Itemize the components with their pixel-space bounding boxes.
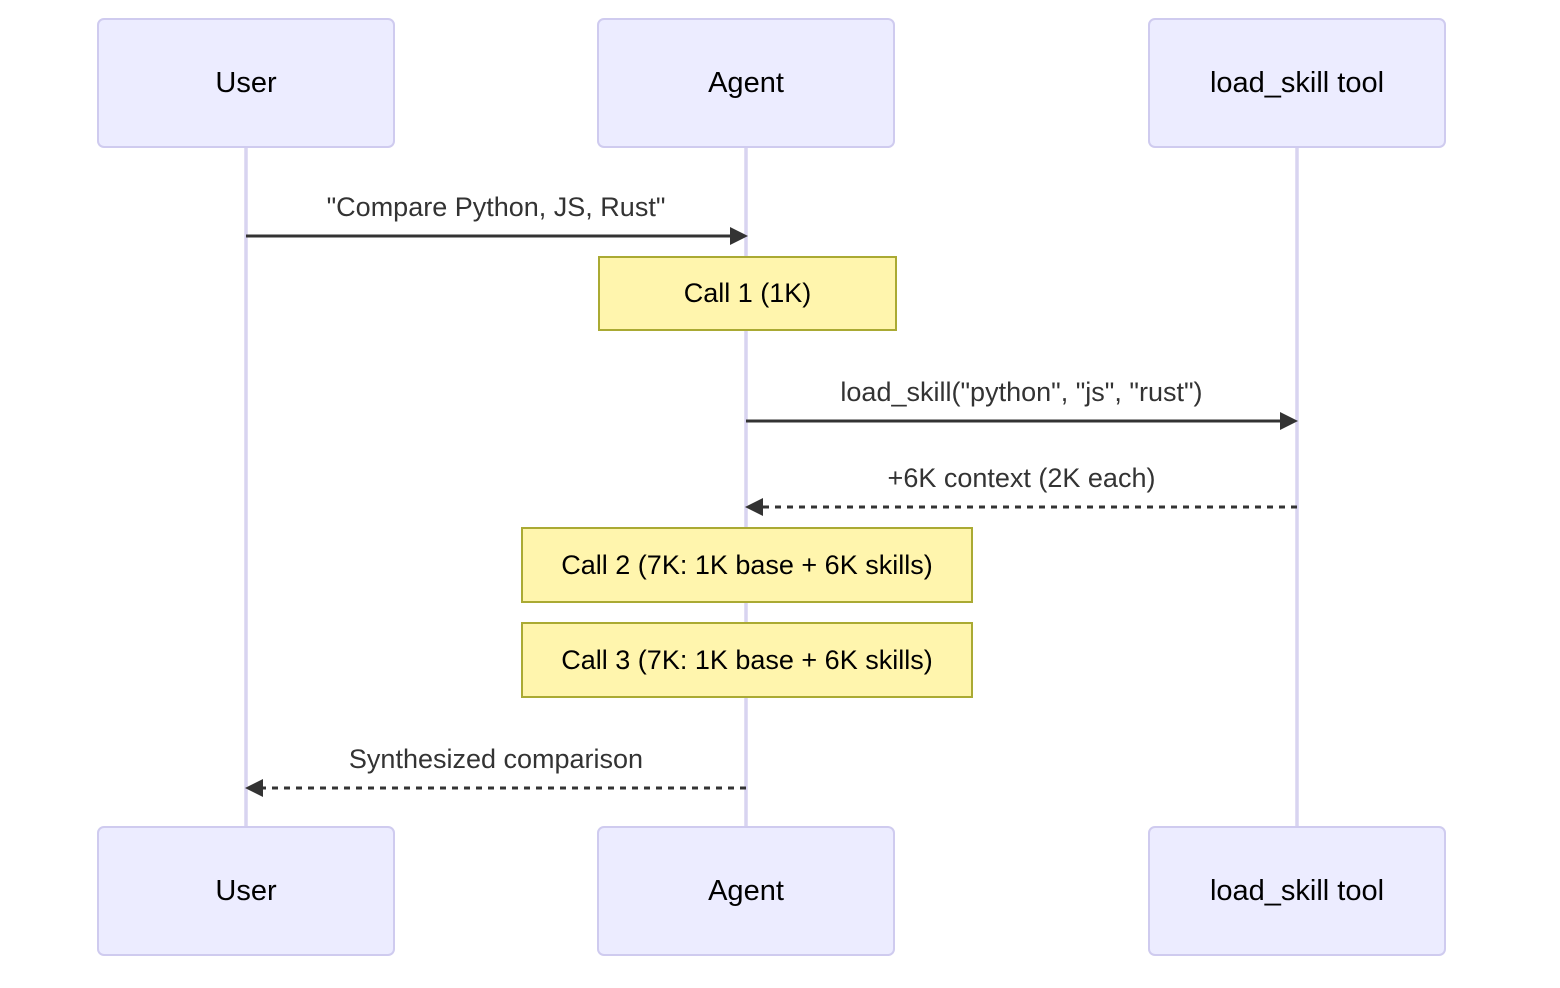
actor-user-top: User	[97, 18, 395, 148]
actor-agent-top: Agent	[597, 18, 895, 148]
actor-user-bottom-label: User	[215, 874, 277, 907]
message-arrow-2-head	[1280, 412, 1298, 430]
actor-load-skill-tool-top-label: load_skill tool	[1209, 66, 1385, 99]
message-label-3: +6K context (2K each)	[887, 463, 1156, 493]
message-label-2: load_skill("python", "js", "rust")	[840, 377, 1203, 407]
message-arrow-3-head	[745, 498, 763, 516]
note-call-1-label: Call 1 (1K)	[683, 278, 812, 308]
actor-agent-top-label: Agent	[708, 66, 784, 99]
actor-agent-bottom: Agent	[597, 826, 895, 956]
actor-load-skill-tool-bottom: load_skill tool	[1148, 826, 1446, 956]
actor-load-skill-tool-top: load_skill tool	[1148, 18, 1446, 148]
actor-user-top-label: User	[215, 66, 277, 99]
message-arrow-4-head	[245, 779, 263, 797]
message-label-1: "Compare Python, JS, Rust"	[326, 192, 666, 222]
note-call-3-label: Call 3 (7K: 1K base + 6K skills)	[561, 644, 933, 675]
actor-load-skill-tool-bottom-label: load_skill tool	[1209, 874, 1385, 907]
actor-agent-bottom-label: Agent	[708, 874, 784, 907]
note-call-3: Call 3 (7K: 1K base + 6K skills)	[521, 622, 973, 698]
note-call-2: Call 2 (7K: 1K base + 6K skills)	[521, 527, 973, 603]
note-call-1: Call 1 (1K)	[598, 256, 897, 331]
message-label-4: Synthesized comparison	[348, 744, 644, 774]
actor-user-bottom: User	[97, 826, 395, 956]
note-call-2-label: Call 2 (7K: 1K base + 6K skills)	[561, 549, 933, 580]
message-arrow-1-head	[730, 227, 748, 245]
